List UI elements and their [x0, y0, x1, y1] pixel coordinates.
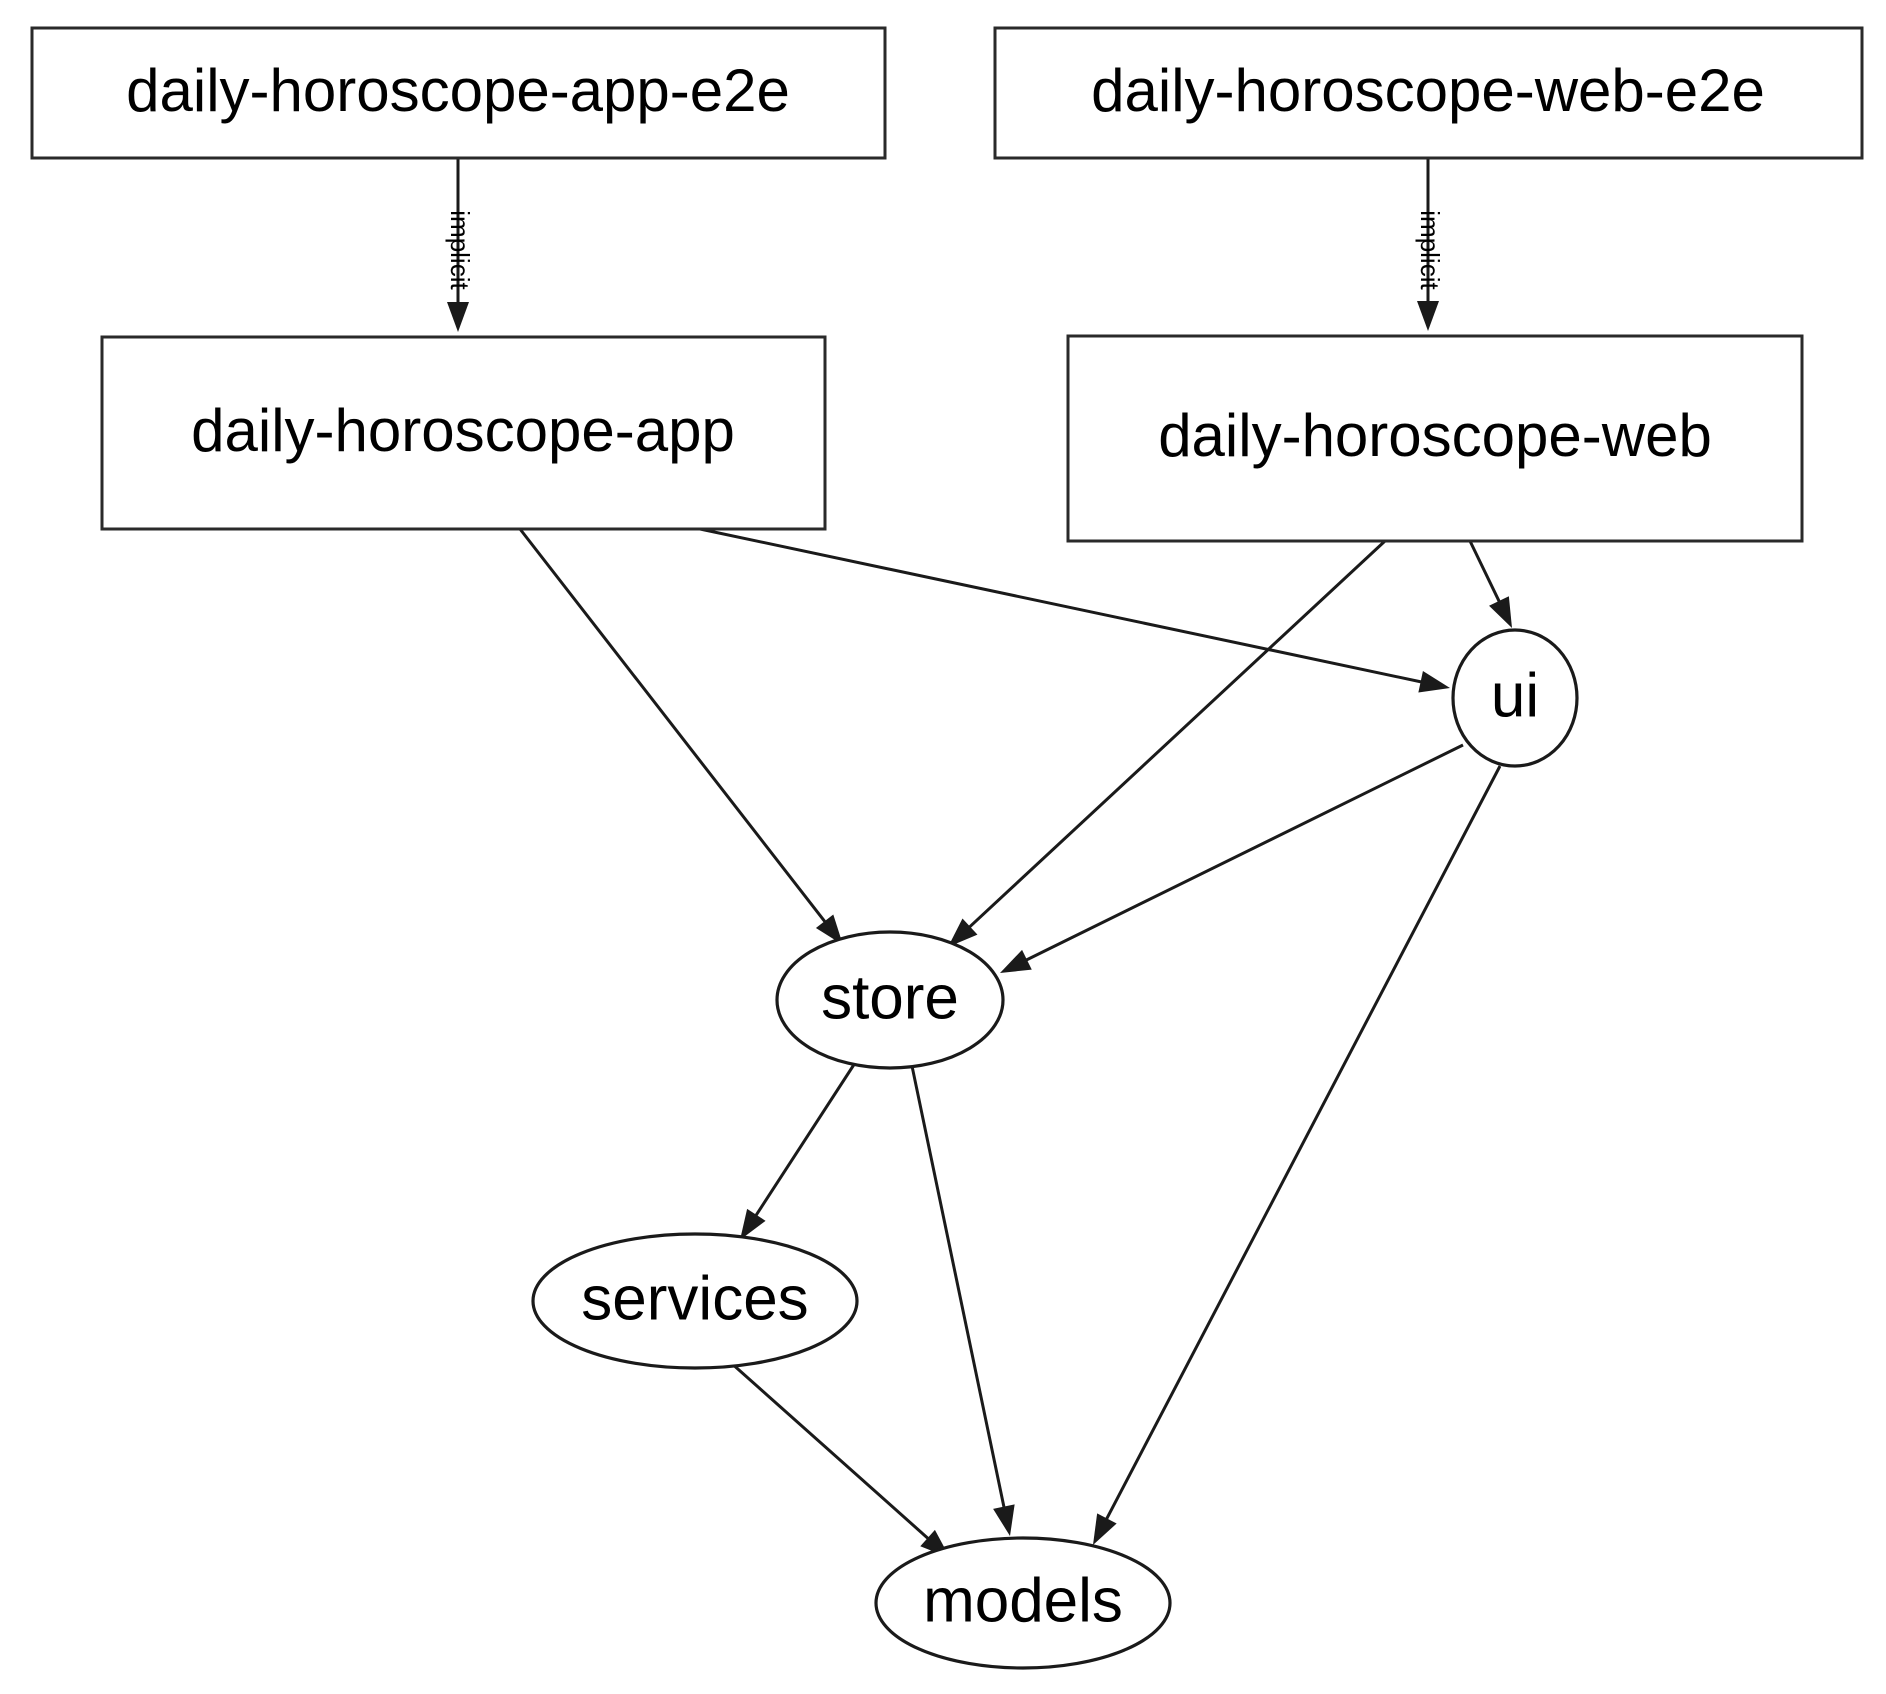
node-ellipse[interactable]: [1451, 628, 1579, 768]
node-label-models: models: [923, 1566, 1123, 1635]
edge-app-to-ui: [699, 527, 1450, 693]
node-label-daily-horoscope-app: daily-horoscope-app: [191, 397, 735, 464]
node-models[interactable]: models: [874, 1536, 1172, 1670]
node-daily-horoscope-app-e2e[interactable]: daily-horoscope-app-e2e: [30, 26, 887, 160]
edge-line: [699, 527, 1425, 685]
node-label-store: store: [821, 963, 959, 1032]
node-daily-horoscope-web[interactable]: daily-horoscope-web: [1066, 334, 1804, 543]
arrowhead-icon: [815, 914, 843, 945]
arrowhead-icon: [740, 1208, 766, 1240]
edge-services-to-models: [729, 1360, 950, 1558]
arrowhead-icon: [1000, 949, 1032, 973]
arrowhead-icon: [1093, 1513, 1117, 1545]
node-store[interactable]: store: [775, 930, 1005, 1070]
node-ellipse[interactable]: [874, 1536, 1172, 1670]
arrowhead-icon: [447, 302, 469, 332]
edge-store-to-models: [910, 1065, 1015, 1536]
node-ellipse[interactable]: [775, 930, 1005, 1070]
node-rect[interactable]: [1066, 334, 1804, 543]
node-ellipse[interactable]: [531, 1232, 859, 1370]
edge-web-e2e-to-web: implicit: [1415, 158, 1445, 331]
node-services[interactable]: services: [531, 1232, 859, 1370]
arrowhead-icon: [993, 1504, 1015, 1536]
edge-line: [752, 1062, 857, 1220]
edge-ui-to-store: [1000, 743, 1464, 973]
edges-layer: implicit implicit: [445, 158, 1512, 1558]
edge-line: [1022, 743, 1464, 963]
node-label-ui: ui: [1491, 661, 1539, 730]
node-daily-horoscope-app[interactable]: daily-horoscope-app: [100, 335, 827, 531]
edge-app-to-store: [518, 528, 843, 945]
nodes-layer: daily-horoscope-app-e2e daily-horoscope-w…: [30, 26, 1864, 1670]
node-daily-horoscope-web-e2e[interactable]: daily-horoscope-web-e2e: [993, 26, 1864, 160]
arrowhead-icon: [1418, 671, 1450, 693]
edge-label-implicit: implicit: [445, 210, 475, 290]
edge-line: [1103, 765, 1502, 1523]
edge-web-to-ui: [1468, 540, 1512, 628]
node-label-daily-horoscope-web: daily-horoscope-web: [1158, 402, 1712, 469]
edge-app-e2e-to-app: implicit: [445, 158, 475, 332]
node-label-services: services: [581, 1264, 808, 1333]
node-rect[interactable]: [30, 26, 887, 160]
edge-line: [910, 1065, 1007, 1511]
edge-web-to-store: [948, 539, 1387, 947]
arrowhead-icon: [948, 918, 978, 947]
edge-store-to-services: [740, 1062, 857, 1240]
arrowhead-icon: [1417, 301, 1439, 331]
edge-line: [966, 539, 1387, 931]
node-rect[interactable]: [993, 26, 1864, 160]
arrowhead-icon: [1489, 596, 1512, 628]
edge-line: [729, 1360, 932, 1542]
edge-ui-to-models: [1093, 765, 1502, 1545]
node-label-daily-horoscope-web-e2e: daily-horoscope-web-e2e: [1091, 57, 1765, 124]
node-ui[interactable]: ui: [1451, 628, 1579, 768]
edge-line: [518, 528, 829, 926]
edge-line: [1468, 540, 1503, 606]
edge-label-implicit: implicit: [1415, 210, 1445, 290]
node-rect[interactable]: [100, 335, 827, 531]
node-label-daily-horoscope-app-e2e: daily-horoscope-app-e2e: [126, 57, 790, 124]
